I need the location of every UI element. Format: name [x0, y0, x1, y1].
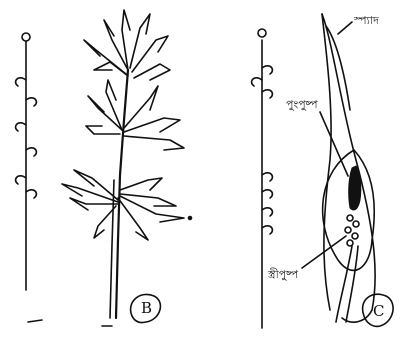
- female-flower-zone: [345, 215, 359, 246]
- lower-left-flower-cluster: [62, 170, 118, 238]
- stray-mark: [28, 320, 42, 322]
- right-stalk-tip: [258, 29, 266, 37]
- mid-flower-cluster: [86, 80, 184, 150]
- left-curl: [16, 78, 26, 86]
- panel-label-c: C: [373, 302, 384, 320]
- right-curl: [262, 66, 272, 74]
- inflorescence-diagram-b: B: [28, 10, 192, 326]
- left-stalk-tip: [22, 33, 30, 41]
- spathe-right-edge: [322, 14, 375, 322]
- spathe-left-edge: [322, 14, 331, 310]
- male-flower-label: পুংপুষ্প: [286, 98, 319, 111]
- spathe-label: স্প্যাদ: [353, 14, 379, 27]
- spathe-pointer: [338, 22, 352, 34]
- right-curl: [262, 208, 272, 216]
- female-flower-label: স্ত্রীপুষ্প: [267, 268, 299, 281]
- spadix-stalk-outline: [346, 246, 358, 322]
- right-curl: [262, 173, 272, 181]
- right-curl: [252, 78, 262, 86]
- male-flower-zone: [349, 166, 361, 210]
- right-curl: [262, 90, 272, 98]
- spadix-diagram-c: স্প্যাদ পুংপুষ্প স্ত্রীপুষ্প C: [252, 14, 394, 328]
- spadix-stalk: [336, 246, 352, 322]
- panel-label-b: B: [141, 299, 152, 317]
- lower-right-flower-cluster: [118, 178, 184, 240]
- left-curl: [26, 98, 36, 106]
- male-flower-pointer: [320, 112, 348, 176]
- left-curl: [16, 123, 26, 131]
- right-curl: [262, 190, 272, 198]
- left-curl: [16, 176, 26, 184]
- left-stalk-diagram: [16, 33, 37, 290]
- left-curl: [26, 190, 36, 198]
- ink-dot: [188, 216, 192, 220]
- spathe-bulge: [323, 150, 375, 270]
- top-flower-cluster: [84, 10, 170, 80]
- left-curl: [26, 148, 36, 156]
- right-curl: [262, 226, 272, 234]
